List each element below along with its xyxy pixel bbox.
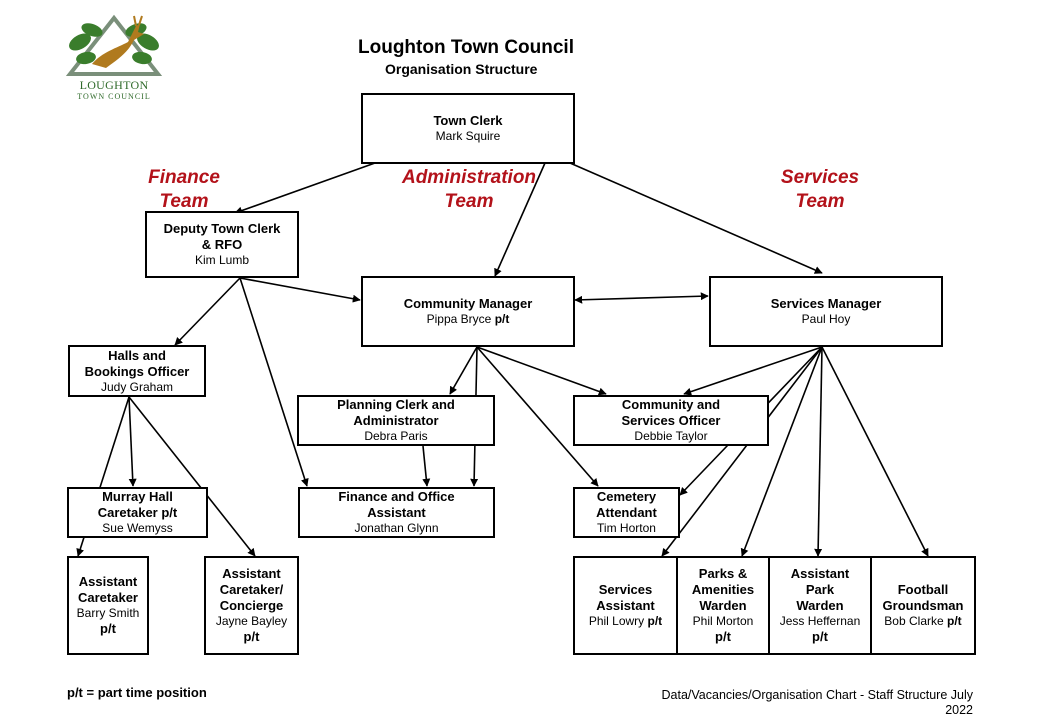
halls-bookings-officer-name: Judy Graham: [100, 379, 174, 394]
planning-clerk-box: Planning Clerk and Administrator Debra P…: [297, 395, 495, 446]
community-manager-name: Pippa Bryce: [426, 312, 492, 327]
assistant-park-warden-box: Assistant Park Warden Jess Heffernan p/t: [768, 556, 872, 655]
services-assistant-name: Phil Lowry: [588, 614, 645, 629]
arrow-cm-to-community-services-officer: [476, 346, 607, 396]
community-manager-name-line: Pippa Bryce p/t: [427, 312, 510, 327]
arrow-sm-to-assistant-park-warden: [814, 346, 823, 557]
assistant-caretaker-pt: p/t: [100, 620, 116, 636]
assistant-caretaker-concierge-title: Assistant Caretaker/ Concierge: [219, 566, 284, 614]
arrow-sm-to-community-services-officer: [683, 346, 823, 396]
services-manager-box: Services Manager Paul Hoy: [709, 276, 943, 347]
planning-clerk-title: Planning Clerk and Administrator: [337, 397, 455, 429]
football-groundsman-box: Football Groundsman Bob Clarke p/t: [870, 556, 976, 655]
parks-amenities-warden-box: Parks & Amenities Warden Phil Morton p/t: [676, 556, 770, 655]
services-assistant-name-line: Phil Lowry p/t: [589, 614, 662, 629]
arrow-clerk-to-community-manager: [494, 162, 546, 277]
assistant-caretaker-concierge-pt: p/t: [243, 628, 260, 644]
deer-oak-emblem-icon: [65, 14, 163, 76]
parks-amenities-warden-pt: p/t: [715, 628, 731, 644]
assistant-park-warden-name: Jess Heffernan: [779, 614, 861, 629]
cemetery-attendant-name: Tim Horton: [597, 521, 656, 536]
community-manager-title: Community Manager: [403, 296, 533, 312]
parks-amenities-warden-name: Phil Morton: [692, 614, 754, 629]
arrow-sm-to-football-groundsman: [821, 346, 929, 557]
deputy-town-clerk-title: Deputy Town Clerk & RFO: [163, 221, 281, 253]
community-services-officer-box: Community and Services Officer Debbie Ta…: [573, 395, 769, 446]
finance-office-assistant-box: Finance and Office Assistant Jonathan Gl…: [298, 487, 495, 538]
arrow-halls-to-murray-caretaker: [128, 396, 137, 487]
council-logo: LOUGHTON TOWN COUNCIL: [62, 12, 166, 106]
logo-text-line2: TOWN COUNCIL: [77, 92, 151, 101]
assistant-park-warden-title: Assistant Park Warden: [790, 566, 850, 614]
finance-office-assistant-name: Jonathan Glynn: [354, 521, 439, 536]
arrow-halls-to-concierge: [128, 396, 256, 557]
murray-hall-caretaker-box: Murray Hall Caretaker p/t Sue Wemyss: [67, 487, 208, 538]
services-team-text: Services Team: [780, 167, 860, 212]
cemetery-attendant-title: Cemetery Attendant: [596, 489, 657, 521]
community-manager-box: Community Manager Pippa Bryce p/t: [361, 276, 575, 347]
finance-team-label: Finance Team: [136, 166, 232, 214]
community-manager-pt: p/t: [494, 312, 510, 327]
assistant-park-warden-pt: p/t: [812, 628, 828, 644]
arrow-clerk-to-services-manager: [569, 162, 823, 274]
football-groundsman-title: Football Groundsman: [882, 582, 964, 614]
town-clerk-box: Town Clerk Mark Squire: [361, 93, 575, 164]
assistant-caretaker-concierge-box: Assistant Caretaker/ Concierge Jayne Bay…: [204, 556, 299, 655]
assistant-caretaker-title: Assistant Caretaker: [78, 574, 138, 606]
services-manager-title: Services Manager: [770, 296, 882, 312]
assistant-caretaker-concierge-name: Jayne Bayley: [215, 614, 288, 629]
part-time-legend: p/t = part time position: [67, 685, 207, 700]
administration-team-text: Administration Team: [401, 167, 537, 212]
deputy-town-clerk-name: Kim Lumb: [194, 253, 250, 268]
football-groundsman-pt: p/t: [947, 614, 962, 629]
page-subtitle: Organisation Structure: [385, 61, 538, 77]
arrow-deputy-to-halls-officer: [174, 277, 241, 346]
town-clerk-name: Mark Squire: [435, 129, 501, 144]
community-services-officer-title: Community and Services Officer: [621, 397, 721, 429]
arrow-deputy-to-community-manager: [239, 277, 361, 303]
services-assistant-title: Services Assistant: [596, 582, 655, 614]
murray-hall-caretaker-title: Murray Hall Caretaker p/t: [97, 489, 178, 521]
arrow-cm-to-cemetery: [476, 346, 599, 487]
murray-hall-caretaker-name: Sue Wemyss: [102, 521, 173, 536]
assistant-caretaker-name: Barry Smith: [76, 606, 140, 621]
deputy-town-clerk-box: Deputy Town Clerk & RFO Kim Lumb: [145, 211, 299, 278]
halls-bookings-officer-title: Halls and Bookings Officer: [84, 347, 190, 379]
finance-office-assistant-title: Finance and Office Assistant: [338, 489, 455, 521]
services-assistant-box: Services Assistant Phil Lowry p/t: [573, 556, 678, 655]
halls-bookings-officer-box: Halls and Bookings Officer Judy Graham: [68, 345, 206, 397]
arrow-sm-to-parks-warden: [740, 346, 823, 557]
arrow-deputy-to-finance-assistant: [239, 277, 309, 487]
administration-team-label: Administration Team: [388, 166, 550, 214]
arrow-cm-to-planning-clerk: [449, 346, 478, 395]
arrow-community-services-managers: [574, 292, 709, 304]
services-assistant-pt: p/t: [647, 614, 663, 629]
community-services-officer-name: Debbie Taylor: [634, 429, 708, 444]
cemetery-attendant-box: Cemetery Attendant Tim Horton: [573, 487, 680, 538]
services-team-label: Services Team: [766, 166, 874, 214]
planning-clerk-name: Debra Paris: [364, 429, 428, 444]
logo-text-line1: LOUGHTON: [79, 78, 149, 92]
arrow-clerk-to-deputy: [234, 162, 376, 215]
football-groundsman-name-line: Bob Clarke p/t: [884, 614, 961, 629]
document-source-note: Data/Vacancies/Organisation Chart - Staf…: [661, 688, 974, 717]
page-title: Loughton Town Council: [358, 37, 574, 58]
services-manager-name: Paul Hoy: [801, 312, 851, 327]
parks-amenities-warden-title: Parks & Amenities Warden: [691, 566, 755, 614]
arrow-planning-to-finance-assistant: [422, 445, 431, 487]
assistant-caretaker-box: Assistant Caretaker Barry Smith p/t: [67, 556, 149, 655]
town-clerk-title: Town Clerk: [433, 113, 503, 129]
arrow-sm-to-services-assistant: [661, 346, 823, 557]
finance-team-text: Finance Team: [148, 167, 220, 212]
football-groundsman-name: Bob Clarke: [884, 614, 944, 629]
